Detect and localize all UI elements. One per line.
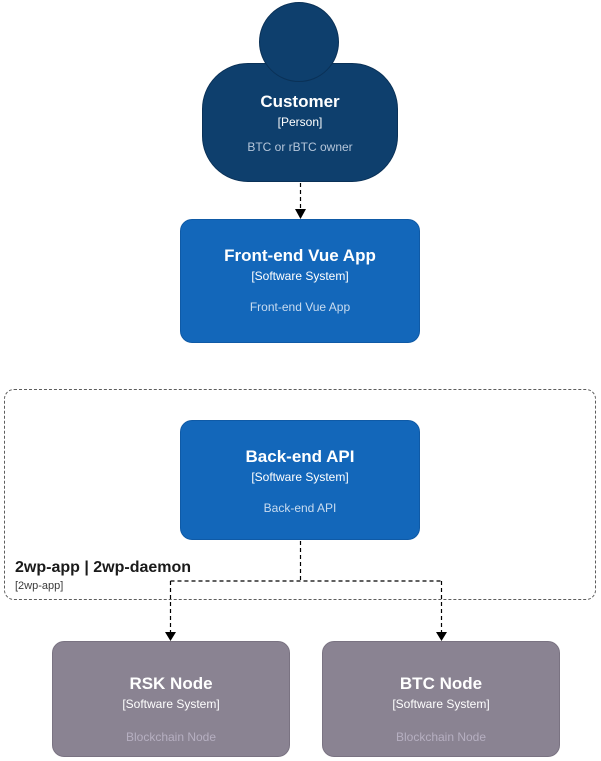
boundary-label: 2wp-app | 2wp-daemon [2wp-app] bbox=[15, 558, 191, 593]
node-meta: [Person] bbox=[277, 115, 323, 129]
person-head-icon bbox=[259, 2, 339, 82]
boundary-2wp-app[interactable]: 2wp-app | 2wp-daemon [2wp-app] bbox=[4, 389, 596, 600]
node-title: RSK Node bbox=[129, 674, 213, 693]
node-description: Blockchain Node bbox=[125, 730, 217, 744]
node-meta: [Software System] bbox=[251, 269, 349, 283]
node-title: Customer bbox=[260, 92, 340, 111]
node-meta: [Software System] bbox=[122, 697, 220, 711]
node-meta: [Software System] bbox=[251, 470, 349, 484]
node-title: BTC Node bbox=[399, 674, 483, 693]
node-rsk-node[interactable]: RSK Node [Software System] Blockchain No… bbox=[52, 641, 290, 757]
boundary-title: 2wp-app | 2wp-daemon bbox=[15, 559, 192, 576]
node-backend-api[interactable]: Back-end API [Software System] Back-end … bbox=[180, 420, 420, 540]
arrowhead-down-icon bbox=[165, 632, 176, 641]
node-meta: [Software System] bbox=[392, 697, 490, 711]
node-btc-node[interactable]: BTC Node [Software System] Blockchain No… bbox=[322, 641, 560, 757]
node-description: Back-end API bbox=[263, 501, 337, 515]
node-description: BTC or rBTC owner bbox=[247, 140, 353, 154]
node-title: Front-end Vue App bbox=[224, 246, 376, 265]
node-description: Blockchain Node bbox=[395, 730, 487, 744]
node-title: Back-end API bbox=[245, 447, 355, 466]
node-description: Front-end Vue App bbox=[249, 300, 351, 314]
arrowhead-down-icon bbox=[436, 632, 447, 641]
node-frontend-vue-app[interactable]: Front-end Vue App [Software System] Fron… bbox=[180, 219, 420, 343]
arrowhead-down-icon bbox=[295, 209, 306, 219]
boundary-meta: [2wp-app] bbox=[15, 580, 64, 592]
